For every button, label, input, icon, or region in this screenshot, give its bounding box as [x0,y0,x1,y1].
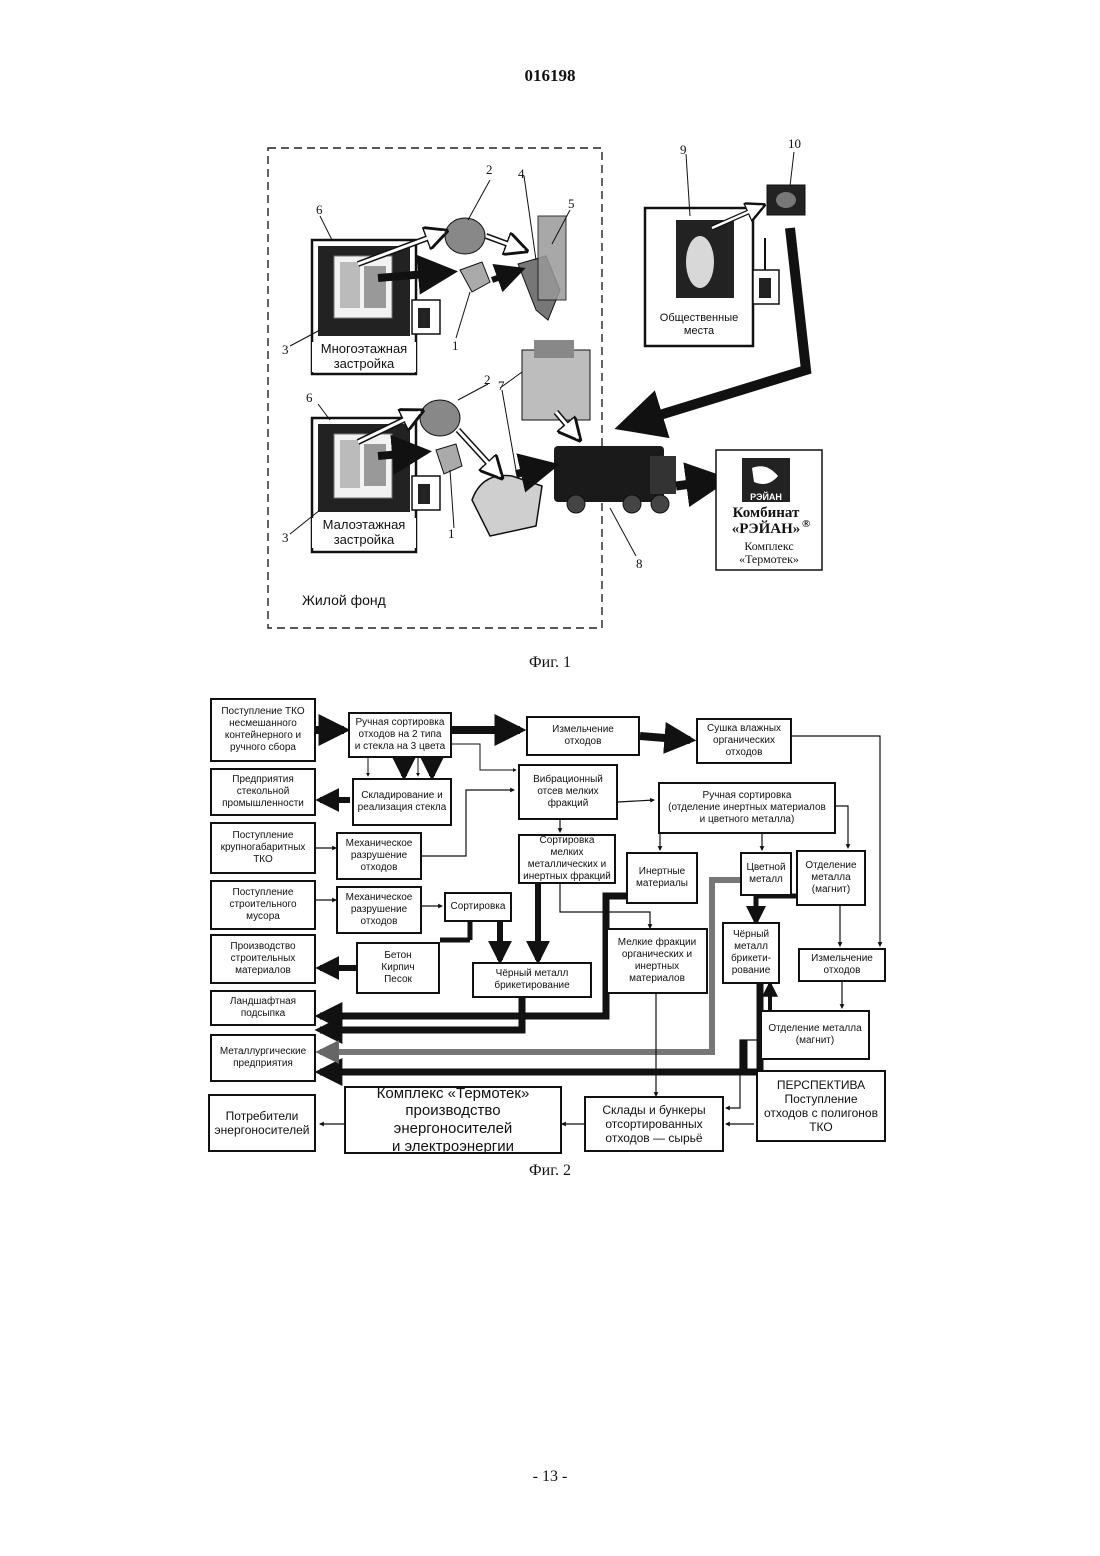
ref-number-4: 4 [518,166,525,182]
box-sorting-small-fractions: Сортировка мелких металлических и инертн… [518,834,616,884]
box-mechanical-destruction-1: Механическое разрушение отходов [336,832,422,880]
box-glass-enterprises: Предприятия стекольной промышленности [210,768,316,816]
box-metallurgy: Металлургические предприятия [210,1034,316,1082]
kombinat-title: Комбинат «РЭЙАН» [716,506,816,538]
box-manual-sorting: Ручная сортировка отходов на 2 типа и ст… [348,712,452,758]
ref-number-8: 8 [636,556,643,572]
container-7 [522,350,590,420]
box-grinding-2: Измельчение отходов [798,948,886,982]
box-ferrous-briquetting-2: Чёрный металл брикети- рование [722,922,780,984]
ref-number-10: 10 [788,136,801,152]
ref-number-1: 1 [448,526,455,542]
bag-2-top [445,218,485,254]
logo-text: РЭЙАН [744,492,788,502]
ref-number-7: 7 [498,378,505,394]
box-termotek-complex: Комплекс «Термотек» производство энергон… [344,1086,562,1154]
figure-2-caption: Фиг. 2 [490,1162,610,1180]
box-metal-separation-magnet-2: Отделение металла (магнит) [760,1010,870,1060]
label-multi-storey: Многоэтажная застройка [312,342,416,372]
label-public-places: Общественные места [645,312,753,337]
box-energy-consumers: Потребители энергоносителей [208,1094,316,1152]
box-landscape-fill: Ландшафтная подсыпка [210,990,316,1026]
box-concrete-brick-sand: Бетон Кирпич Песок [356,942,440,994]
ref-number-2: 2 [486,162,493,178]
box-ferrous-briquetting: Чёрный металл брикетирование [472,962,592,998]
label-housing-fund: Жилой фонд [302,592,386,608]
box-metal-separation-magnet-1: Отделение металла (магнит) [796,850,866,906]
box-storage-bunkers: Склады и бункеры отсортированных отходов… [584,1096,724,1152]
box-incoming-tko: Поступление ТКО несмешанного контейнерно… [210,698,316,762]
box-glass-storage: Складирование и реализация стекла [352,778,452,826]
box-grinding-1: Измельчение отходов [526,716,640,756]
figure-1-caption: Фиг. 1 [490,654,610,672]
kombinat-subtitle: Комплекс «Термотек» [716,540,822,565]
figure-1-illustration [0,0,1100,680]
box-inert-materials: Инертные материалы [626,852,698,904]
box-perspective: ПЕРСПЕКТИВА Поступление отходов с полиго… [756,1070,886,1142]
registered-mark: ® [802,518,810,530]
box-manual-sorting-2: Ручная сортировка (отделение инертных ма… [658,782,836,834]
ref-number-5: 5 [568,196,575,212]
ref-number-3: 3 [282,342,289,358]
box-vibration-screening: Вибрационный отсев мелких фракций [518,764,618,820]
box-incoming-large-tko: Поступление крупногабаритных ТКО [210,822,316,874]
box-small-fractions: Мелкие фракции органических и инертных м… [606,928,708,994]
garbage-truck-8 [554,446,676,513]
ref-number-6: 6 [316,202,323,218]
box-building-materials: Производство строительных материалов [210,934,316,984]
label-low-rise: Малоэтажная застройка [312,518,416,548]
bag-1-top [460,262,490,292]
box-incoming-construction-waste: Поступление строительного мусора [210,880,316,930]
box-sorting: Сортировка [444,892,512,922]
ref-number-9: 9 [680,142,687,158]
ref-number-3: 3 [282,530,289,546]
ref-number-6: 6 [306,390,313,406]
box-mechanical-destruction-2: Механическое разрушение отходов [336,886,422,934]
ref-number-1: 1 [452,338,459,354]
page-number: - 13 - [0,1468,1100,1486]
wheelie-bin [472,476,542,537]
bag-1-bottom [436,444,462,474]
ref-number-2: 2 [484,372,491,388]
box-colored-metal: Цветной металл [740,852,792,896]
bag-2-bottom [420,400,460,436]
box-drying: Сушка влажных органических отходов [696,718,792,764]
